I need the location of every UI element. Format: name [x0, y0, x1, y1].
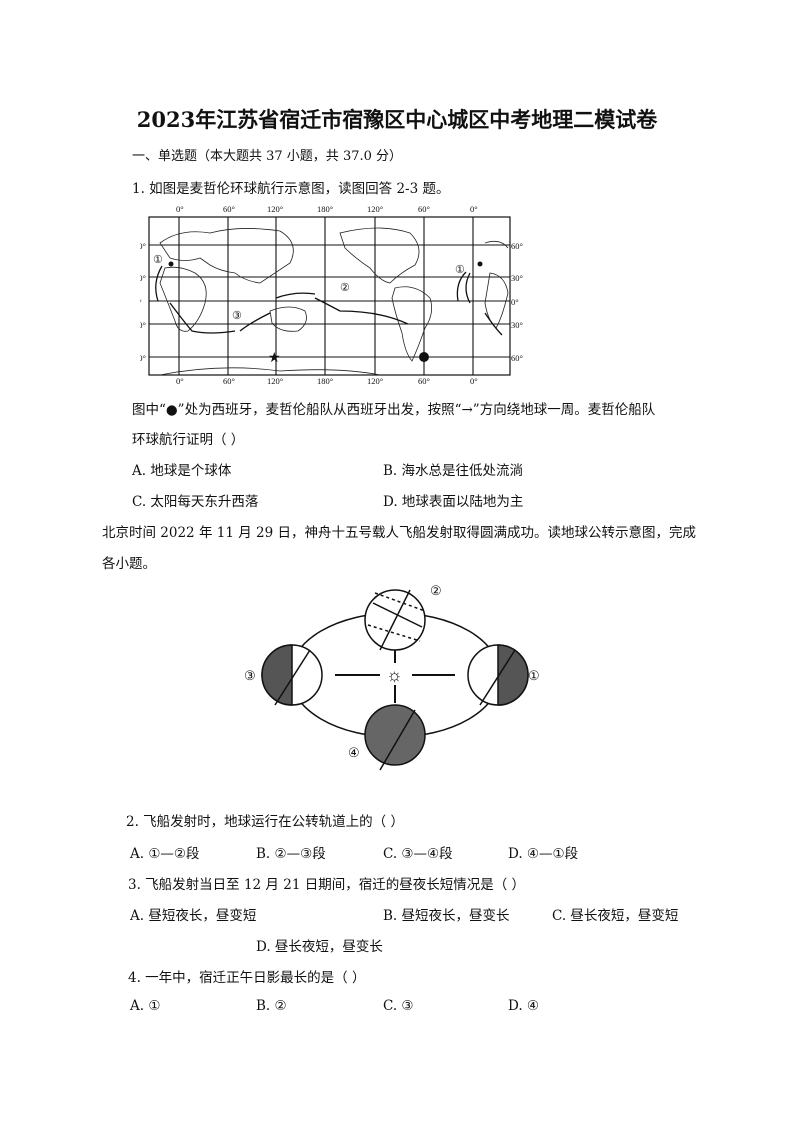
section-heading: 一、单选题（本大题共 37 小题，共 37.0 分） [132, 149, 403, 164]
q4-option-c[interactable]: C. ③ [383, 998, 414, 1014]
svg-text:60°: 60° [223, 376, 235, 385]
q4-option-a[interactable]: A. ① [130, 998, 161, 1014]
svg-text:30°: 30° [140, 320, 146, 330]
earth-orbit-diagram: ☼ ① ② ③ ④ [244, 583, 540, 771]
svg-text:60°: 60° [140, 241, 146, 251]
svg-text:180°: 180° [317, 204, 333, 214]
q4-option-d[interactable]: D. ④ [508, 998, 540, 1014]
svg-text:60°: 60° [418, 376, 430, 385]
q1-option-d[interactable]: D. 地球表面以陆地为主 [383, 494, 524, 510]
svg-text:60°: 60° [511, 353, 523, 363]
svg-text:0°: 0° [140, 297, 142, 307]
q2-option-a[interactable]: A. ①—②段 [130, 846, 200, 862]
q3-option-a[interactable]: A. 昼短夜长，昼变短 [130, 908, 257, 924]
star-icon: ★ [268, 351, 281, 366]
svg-text:120°: 120° [367, 376, 383, 385]
intro-line2: 各小题。 [102, 556, 156, 572]
question-1-stem: 1. 如图是麦哲伦环球航行示意图，读图回答 2-3 题。 [132, 181, 450, 197]
svg-text:④: ④ [348, 745, 360, 760]
svg-text:60°: 60° [140, 353, 146, 363]
svg-text:30°: 30° [511, 273, 523, 283]
q3-option-c[interactable]: C. 昼长夜短，昼变短 [552, 908, 679, 924]
q1-option-b[interactable]: B. 海水总是往低处流淌 [383, 463, 524, 479]
question-1-text-line2: 环球航行证明（ ） [132, 432, 245, 448]
svg-text:120°: 120° [367, 204, 383, 214]
question-1-text-line1: 图中“●”处为西班牙，麦哲伦船队从西班牙出发，按照“→”方向绕地球一周。麦哲伦船… [132, 402, 656, 418]
q4-option-b[interactable]: B. ② [256, 998, 287, 1014]
svg-text:60°: 60° [511, 241, 523, 251]
q3-option-b[interactable]: B. 昼短夜长，昼变长 [383, 908, 510, 924]
svg-text:120°: 120° [267, 376, 283, 385]
svg-text:60°: 60° [223, 204, 235, 214]
svg-text:①: ① [528, 668, 540, 683]
question-4-stem: 4. 一年中，宿迁正午日影最长的是（ ） [128, 970, 366, 986]
sun-icon: ☼ [386, 665, 403, 685]
svg-text:0°: 0° [176, 376, 184, 385]
q2-option-c[interactable]: C. ③—④段 [383, 846, 453, 862]
svg-text:③: ③ [244, 668, 256, 683]
svg-text:①: ① [455, 264, 465, 276]
svg-text:0°: 0° [470, 376, 478, 385]
q2-option-b[interactable]: B. ②—③段 [256, 846, 326, 862]
svg-text:180°: 180° [317, 376, 333, 385]
q1-option-a[interactable]: A. 地球是个球体 [132, 463, 232, 479]
page-title: 2023年江苏省宿迁市宿豫区中心城区中考地理二模试卷 [136, 107, 658, 132]
svg-text:①: ① [153, 254, 163, 266]
svg-text:0°: 0° [176, 204, 184, 214]
svg-text:③: ③ [232, 310, 242, 322]
svg-text:②: ② [340, 282, 350, 294]
q3-option-d[interactable]: D. 昼长夜短，昼变长 [256, 939, 383, 955]
svg-text:120°: 120° [267, 204, 283, 214]
intro-line1: 北京时间 2022 年 11 月 29 日，神舟十五号载人飞船发射取得圆满成功。… [102, 525, 696, 541]
svg-text:②: ② [430, 583, 442, 598]
magellan-route-map: 0° 60° 120° 180° 120° 60° 0° 0° 60° 120°… [140, 204, 523, 385]
svg-text:30°: 30° [140, 273, 146, 283]
question-2-stem: 2. 飞船发射时，地球运行在公转轨道上的（ ） [126, 814, 404, 830]
svg-text:0°: 0° [511, 297, 519, 307]
svg-text:60°: 60° [418, 204, 430, 214]
q2-option-d[interactable]: D. ④—①段 [508, 846, 579, 862]
svg-text:0°: 0° [470, 204, 478, 214]
svg-text:30°: 30° [511, 320, 523, 330]
question-3-stem: 3. 飞船发射当日至 12 月 21 日期间，宿迁的昼夜长短情况是（ ） [128, 877, 525, 893]
q1-option-c[interactable]: C. 太阳每天东升西落 [132, 494, 259, 510]
